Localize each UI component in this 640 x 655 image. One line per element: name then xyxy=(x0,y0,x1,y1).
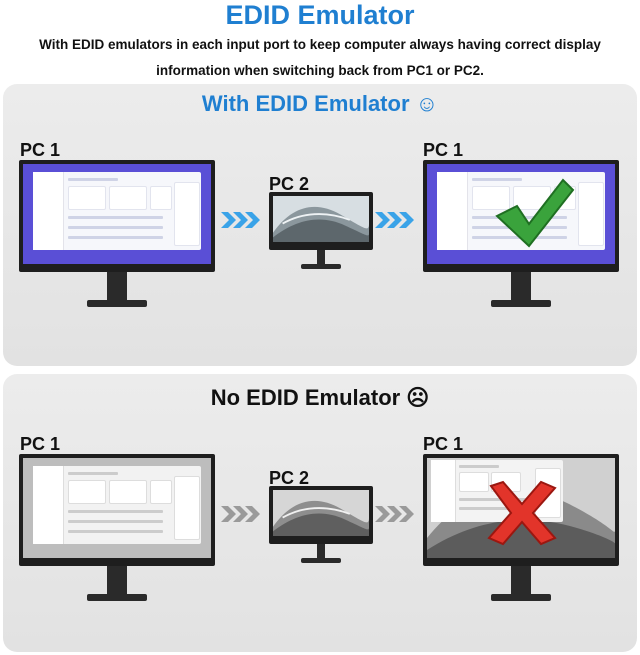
wallpaper-image xyxy=(273,196,369,242)
blue-arrows-icon xyxy=(221,212,260,228)
pc2-monitor xyxy=(269,486,373,568)
pc1-left-monitor xyxy=(19,454,215,604)
pc2-label: PC 2 xyxy=(269,174,310,194)
dashboard-screenshot xyxy=(431,460,563,522)
page-title: EDID Emulator xyxy=(225,0,415,30)
pc2-monitor xyxy=(269,192,373,274)
pc1-right-label: PC 1 xyxy=(423,140,464,160)
no-emulator-heading: No EDID Emulator ☹ xyxy=(210,385,430,410)
pc1-right-monitor xyxy=(423,160,619,310)
pc1-right-label: PC 1 xyxy=(423,434,464,454)
wallpaper-image xyxy=(273,490,369,536)
pc1-right-monitor xyxy=(423,454,619,604)
page-subtitle: With EDID emulators in each input port t… xyxy=(39,37,601,78)
no-emulator-panel: No EDID Emulator ☹ PC 1 PC 2 PC 1 xyxy=(3,374,637,652)
grey-arrows-icon xyxy=(375,506,414,522)
with-emulator-heading: With EDID Emulator ☺ xyxy=(201,91,439,116)
grey-arrows-icon xyxy=(221,506,260,522)
dashboard-screenshot xyxy=(33,466,201,544)
pc2-label: PC 2 xyxy=(269,468,310,488)
dashboard-screenshot xyxy=(33,172,201,250)
cross-icon xyxy=(487,480,557,546)
pc1-left-monitor xyxy=(19,160,215,310)
blue-arrows-icon xyxy=(375,212,414,228)
pc1-left-label: PC 1 xyxy=(20,434,61,454)
checkmark-icon xyxy=(495,178,575,248)
pc1-left-label: PC 1 xyxy=(20,140,61,160)
with-emulator-panel: With EDID Emulator ☺ PC 1 PC 2 PC 1 xyxy=(3,84,637,366)
